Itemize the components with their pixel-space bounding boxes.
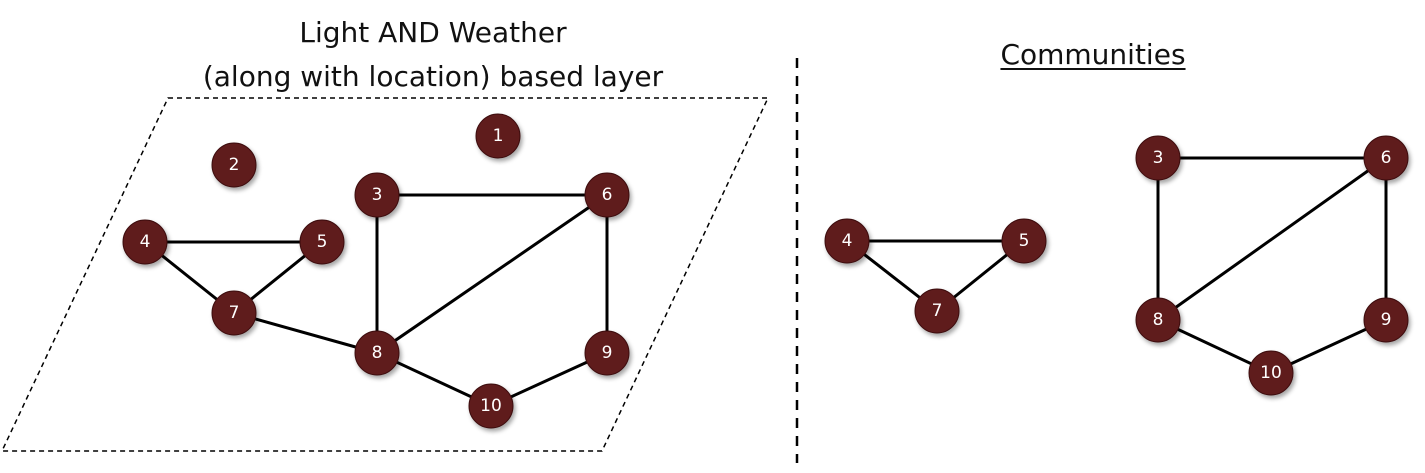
layer-node-label: 6 bbox=[602, 185, 613, 205]
layer-node-6: 6 bbox=[584, 172, 630, 218]
layer-node-7: 7 bbox=[211, 290, 257, 336]
community-2-node-label: 8 bbox=[1153, 310, 1164, 330]
layer-node-label: 10 bbox=[480, 396, 502, 416]
layer-node-circle bbox=[584, 330, 630, 376]
layer-node-circle bbox=[354, 330, 400, 376]
layer-node-circle bbox=[122, 219, 168, 265]
layer-node-circle bbox=[299, 219, 345, 265]
layer-node-label: 8 bbox=[372, 343, 383, 363]
community-2-node-10: 10 bbox=[1248, 350, 1294, 396]
layer-title-line-1: Light AND Weather bbox=[299, 16, 567, 49]
layer-node-circle bbox=[354, 172, 400, 218]
layer-node-10: 10 bbox=[468, 383, 514, 429]
community-2-node-label: 10 bbox=[1260, 363, 1282, 383]
layer-node-label: 1 bbox=[493, 126, 504, 146]
community-2-node-6: 6 bbox=[1363, 135, 1409, 181]
layer-node-2: 2 bbox=[211, 142, 257, 188]
layer-node-circle bbox=[468, 383, 514, 429]
community-1-node-4: 4 bbox=[824, 218, 870, 264]
layer-edge-7-8 bbox=[232, 311, 379, 355]
community-1-node-5: 5 bbox=[1001, 218, 1047, 264]
layer-nodes: 1 2 3 4 5 6 7 8 9 10 bbox=[122, 113, 630, 429]
layer-node-circle bbox=[475, 113, 521, 159]
layer-edge-6-8 bbox=[375, 193, 609, 355]
community-nodes: 4 5 7 3 6 8 9 10 bbox=[824, 135, 1409, 396]
community-2-node-label: 9 bbox=[1381, 310, 1392, 330]
community-1-node-circle bbox=[824, 218, 870, 264]
layer-node-circle bbox=[211, 290, 257, 336]
communities-title: Communities bbox=[1000, 38, 1186, 71]
layer-node-5: 5 bbox=[299, 219, 345, 265]
community-2-node-3: 3 bbox=[1135, 135, 1181, 181]
layer-node-1: 1 bbox=[475, 113, 521, 159]
layer-title-line-2: (along with location) based layer bbox=[202, 60, 664, 93]
layer-node-8: 8 bbox=[354, 330, 400, 376]
layer-node-label: 7 bbox=[229, 303, 240, 323]
community-edges bbox=[845, 156, 1388, 375]
community-1-node-circle bbox=[1001, 218, 1047, 264]
community-2-node-circle bbox=[1135, 135, 1181, 181]
community-2-node-circle bbox=[1363, 135, 1409, 181]
community-1-node-label: 5 bbox=[1019, 231, 1030, 251]
layer-plane bbox=[0, 97, 770, 452]
community-2-edge-6-8 bbox=[1156, 156, 1388, 322]
community-2-node-8: 8 bbox=[1135, 297, 1181, 343]
layer-node-4: 4 bbox=[122, 219, 168, 265]
layer-node-3: 3 bbox=[354, 172, 400, 218]
community-2-node-9: 9 bbox=[1363, 297, 1409, 343]
community-2-node-circle bbox=[1248, 350, 1294, 396]
community-1-node-circle bbox=[914, 288, 960, 334]
layer-node-label: 3 bbox=[372, 185, 383, 205]
community-2-node-circle bbox=[1135, 297, 1181, 343]
community-2-node-circle bbox=[1363, 297, 1409, 343]
layer-node-label: 2 bbox=[229, 155, 240, 175]
layer-node-circle bbox=[211, 142, 257, 188]
community-1-node-label: 4 bbox=[842, 231, 853, 251]
community-1-node-7: 7 bbox=[914, 288, 960, 334]
community-2-node-label: 3 bbox=[1153, 148, 1164, 168]
layer-node-label: 4 bbox=[140, 232, 151, 252]
layer-node-circle bbox=[584, 172, 630, 218]
layer-node-label: 5 bbox=[317, 232, 328, 252]
community-1-node-label: 7 bbox=[932, 301, 943, 321]
community-2-node-label: 6 bbox=[1381, 148, 1392, 168]
layer-node-label: 9 bbox=[602, 343, 613, 363]
layer-node-9: 9 bbox=[584, 330, 630, 376]
